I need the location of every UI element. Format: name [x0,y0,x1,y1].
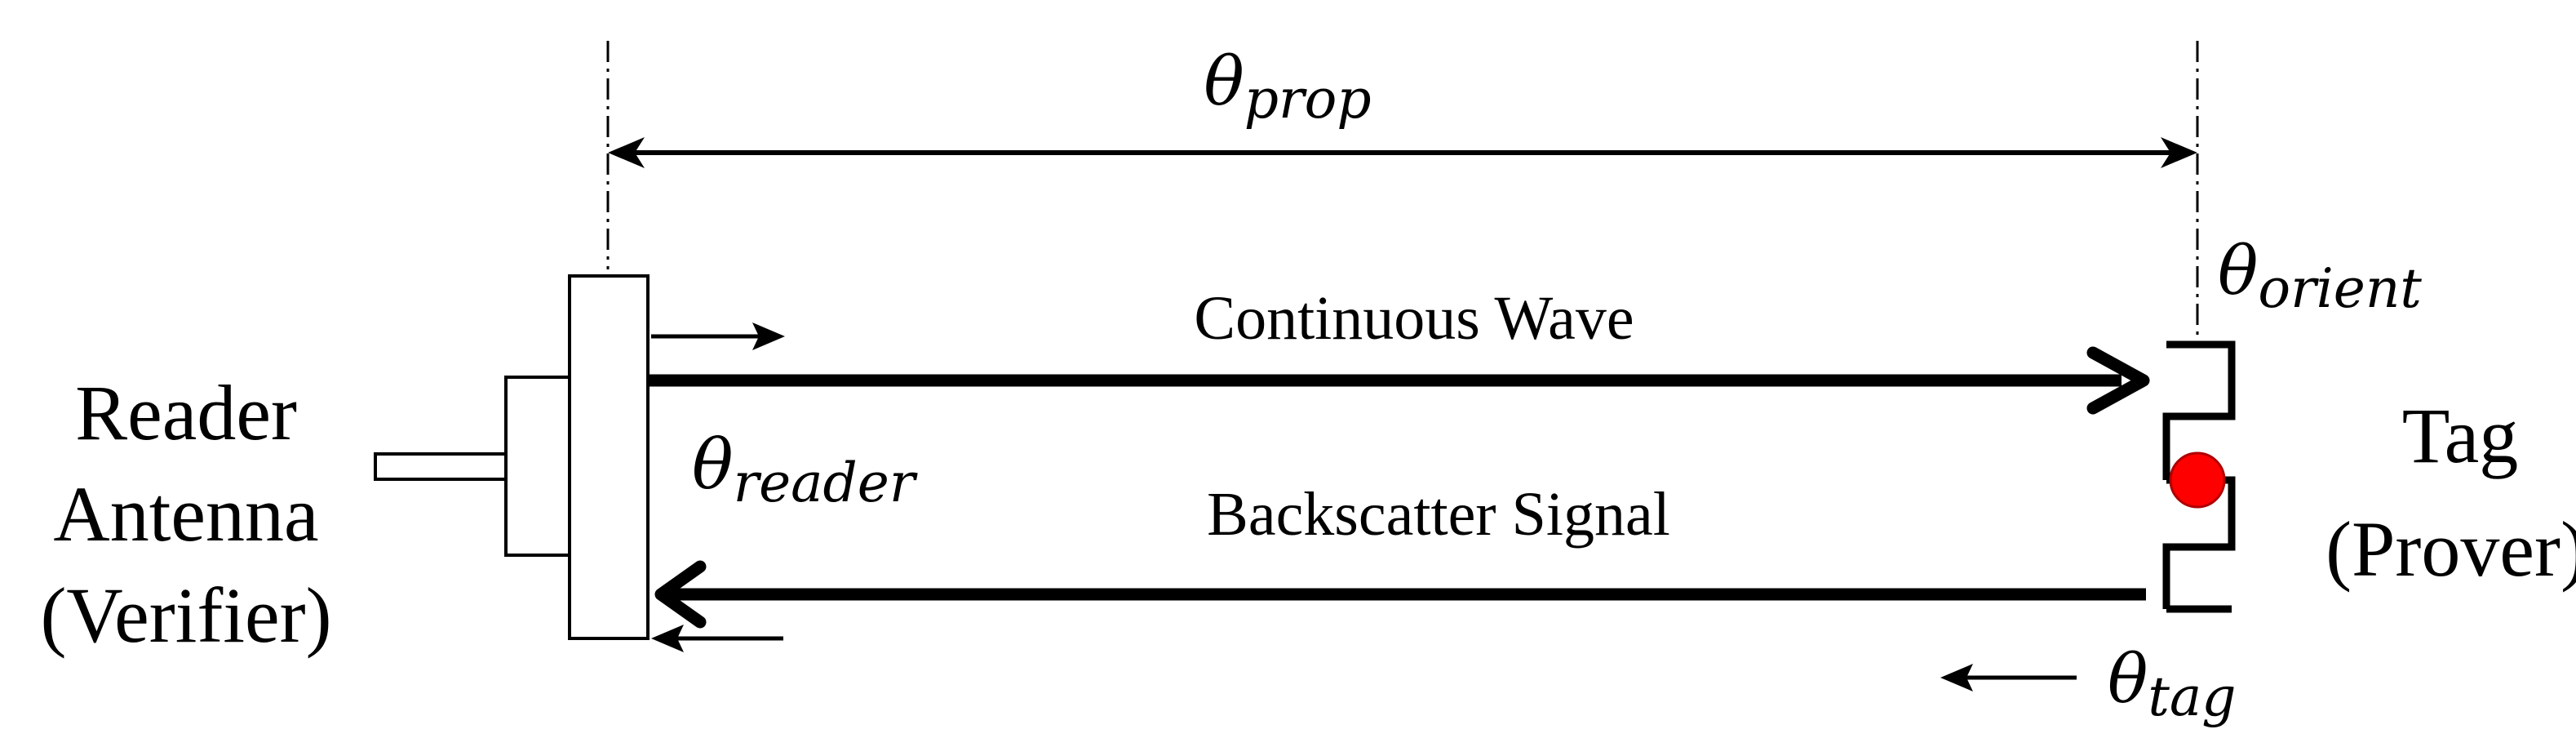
theta-prop-label: θprop [1204,43,1371,131]
theta-orient-label: θorient [2218,233,2422,320]
backscatter-signal-arrow [654,560,2146,629]
tag-small-arrow [1940,664,2077,692]
tag-label-line1: Tag [2402,392,2519,479]
reader-incoming-small-arrow [651,625,783,652]
theta-reader-label: θreader [692,425,918,514]
tag-label-line2: (Prover) [2325,505,2576,593]
reader-outgoing-small-arrow [651,322,785,350]
reader-antenna-base [504,376,571,557]
reader-label-line1: Reader [75,369,297,456]
reader-label-line3: (Verifier) [40,571,331,659]
prop-distance-arrow [608,137,2197,168]
reader-antenna-plate [568,274,650,640]
reader-label-line2: Antenna [53,470,318,558]
backscatter-signal-label: Backscatter Signal [1207,480,1670,549]
continuous-wave-label: Continuous Wave [1194,284,1634,353]
tag-chip-dot [2169,451,2226,509]
reader-connector-stub [374,452,508,481]
continuous-wave-arrow [648,346,2150,415]
tag-antenna-shape [2165,347,2277,674]
theta-tag-label: θtag [2108,641,2237,728]
